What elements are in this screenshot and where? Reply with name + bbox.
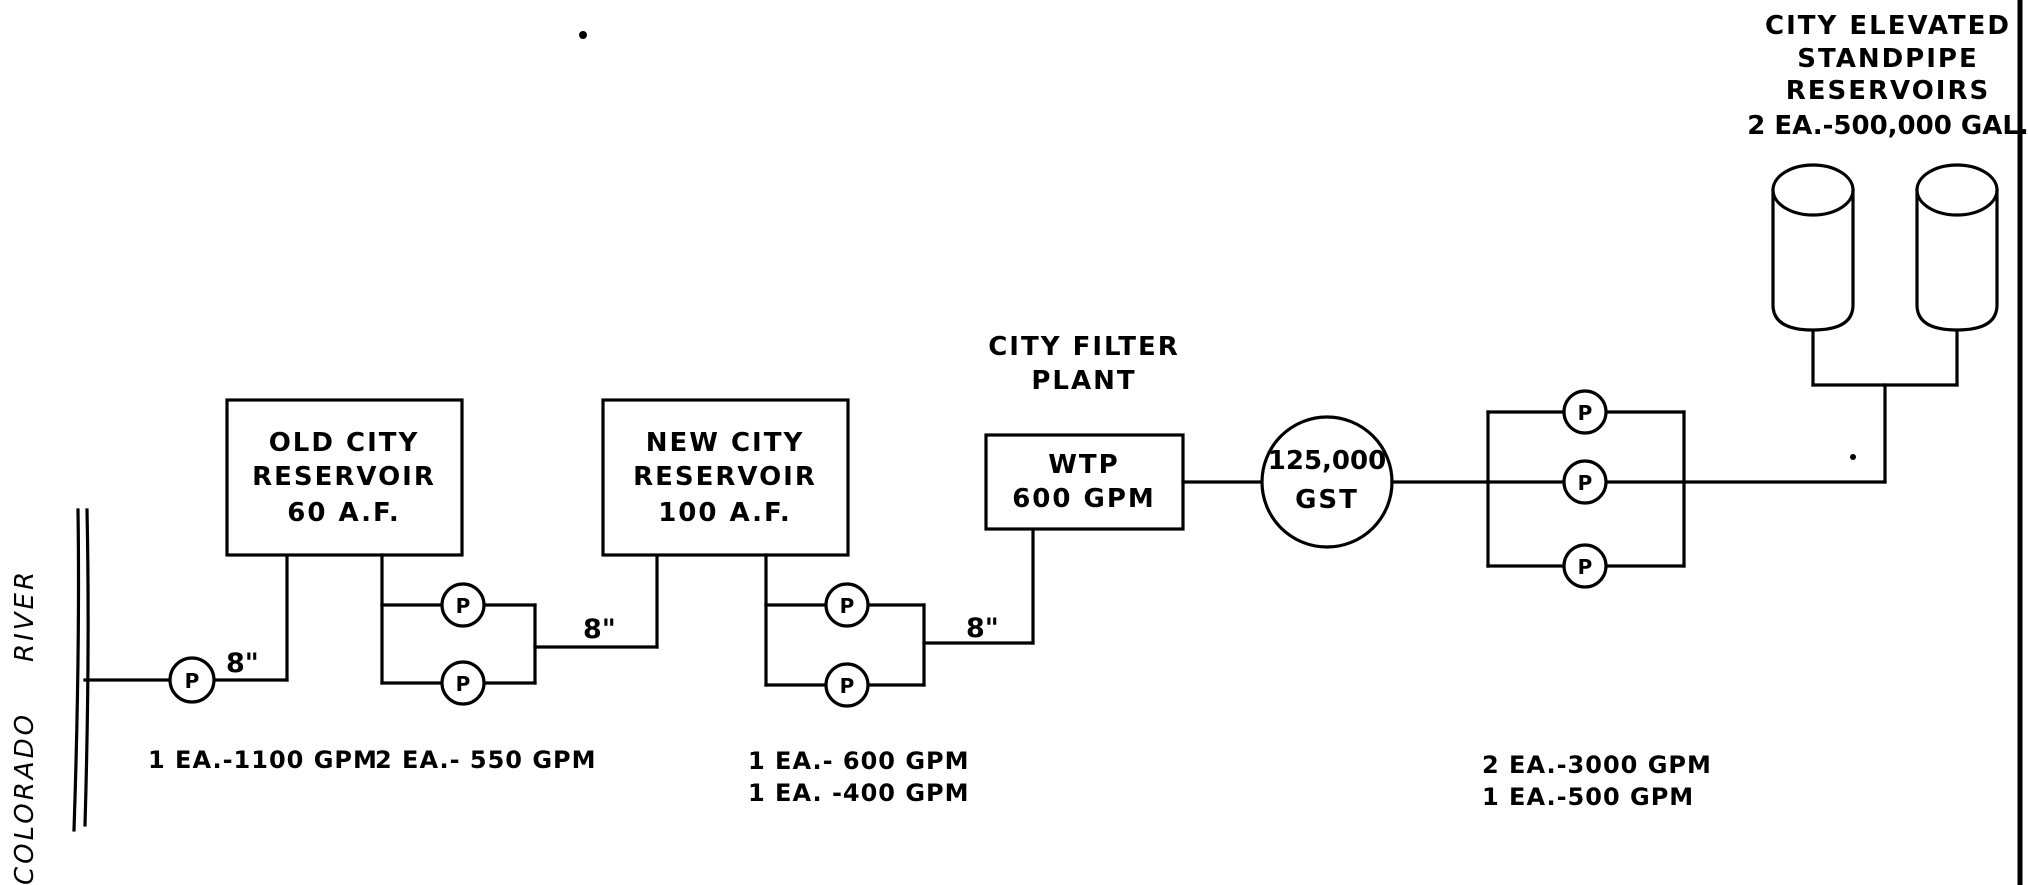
gst-pump-2: P <box>1562 459 1608 505</box>
gst-label: GST <box>1295 485 1359 515</box>
gst-pump-piping <box>1390 410 1887 568</box>
river-name-river: RIVER <box>10 569 40 662</box>
old-reservoir-pump-piping <box>380 553 659 685</box>
standpipe-title-line1: CITY ELEVATED <box>1765 11 2011 41</box>
river-intake-line <box>83 553 289 682</box>
pipe-size-label-1: 8" <box>226 648 259 679</box>
standpipe-riser <box>1811 328 1959 484</box>
capacity-new-reservoir-pumps-2: 1 EA. -400 GPM <box>748 779 970 807</box>
river-banks <box>72 508 90 832</box>
capacity-gst-pumps-2: 1 EA.-500 GPM <box>1482 783 1694 811</box>
river-name-colorado: COLORADO <box>10 712 40 885</box>
new-reservoir-pump-piping <box>764 527 1035 687</box>
old-reservoir-line1: OLD CITY <box>269 428 420 458</box>
pipe-size-label-2: 8" <box>583 614 616 645</box>
svg-text:P: P <box>840 594 855 618</box>
standpipe-tank-2 <box>1915 163 1999 332</box>
svg-text:P: P <box>185 669 200 693</box>
capacity-old-reservoir-pumps: 2 EA.- 550 GPM <box>375 746 597 774</box>
gst-pump-1: P <box>1562 389 1608 435</box>
standpipe-title-line3: RESERVOIRS <box>1786 76 1990 106</box>
svg-text:P: P <box>1578 401 1593 425</box>
gst-pump-3: P <box>1562 543 1608 589</box>
gst-tank <box>1260 415 1394 549</box>
scan-speck-2 <box>1850 454 1856 460</box>
svg-text:P: P <box>840 674 855 698</box>
filter-plant-title-line1: CITY FILTER <box>988 332 1180 362</box>
old-city-reservoir-box <box>225 398 464 557</box>
old-reservoir-pump-2: P <box>440 660 486 706</box>
svg-text:P: P <box>456 594 471 618</box>
gst-capacity: 125,000 <box>1268 446 1386 476</box>
new-reservoir-pump-1: P <box>824 582 870 628</box>
standpipe-title-line4: 2 EA.-500,000 GAL. <box>1747 111 2028 141</box>
standpipe-tank-1 <box>1771 163 1855 332</box>
wtp-capacity: 600 GPM <box>1012 484 1156 514</box>
river-pump: P <box>168 656 216 704</box>
capacity-new-reservoir-pumps-1: 1 EA.- 600 GPM <box>748 747 970 775</box>
new-city-reservoir-box <box>601 398 850 557</box>
svg-text:P: P <box>1578 471 1593 495</box>
old-reservoir-pump-1: P <box>440 582 486 628</box>
wtp-label: WTP <box>1048 450 1119 480</box>
new-reservoir-line1: NEW CITY <box>646 428 805 458</box>
capacity-river-pump: 1 EA.-1100 GPM <box>148 746 378 774</box>
new-reservoir-line3: 100 A.F. <box>658 498 792 528</box>
pipe-size-label-3: 8" <box>966 613 999 644</box>
filter-plant-title-line2: PLANT <box>1031 366 1136 396</box>
scan-speck <box>579 31 587 39</box>
new-reservoir-line2: RESERVOIR <box>633 462 817 492</box>
wtp-box <box>984 433 1185 531</box>
old-reservoir-line2: RESERVOIR <box>252 462 436 492</box>
capacity-gst-pumps-1: 2 EA.-3000 GPM <box>1482 751 1712 779</box>
svg-text:P: P <box>456 672 471 696</box>
svg-text:P: P <box>1578 555 1593 579</box>
old-reservoir-line3: 60 A.F. <box>287 498 401 528</box>
new-reservoir-pump-2: P <box>824 662 870 708</box>
standpipe-title-line2: STANDPIPE <box>1797 44 1978 74</box>
